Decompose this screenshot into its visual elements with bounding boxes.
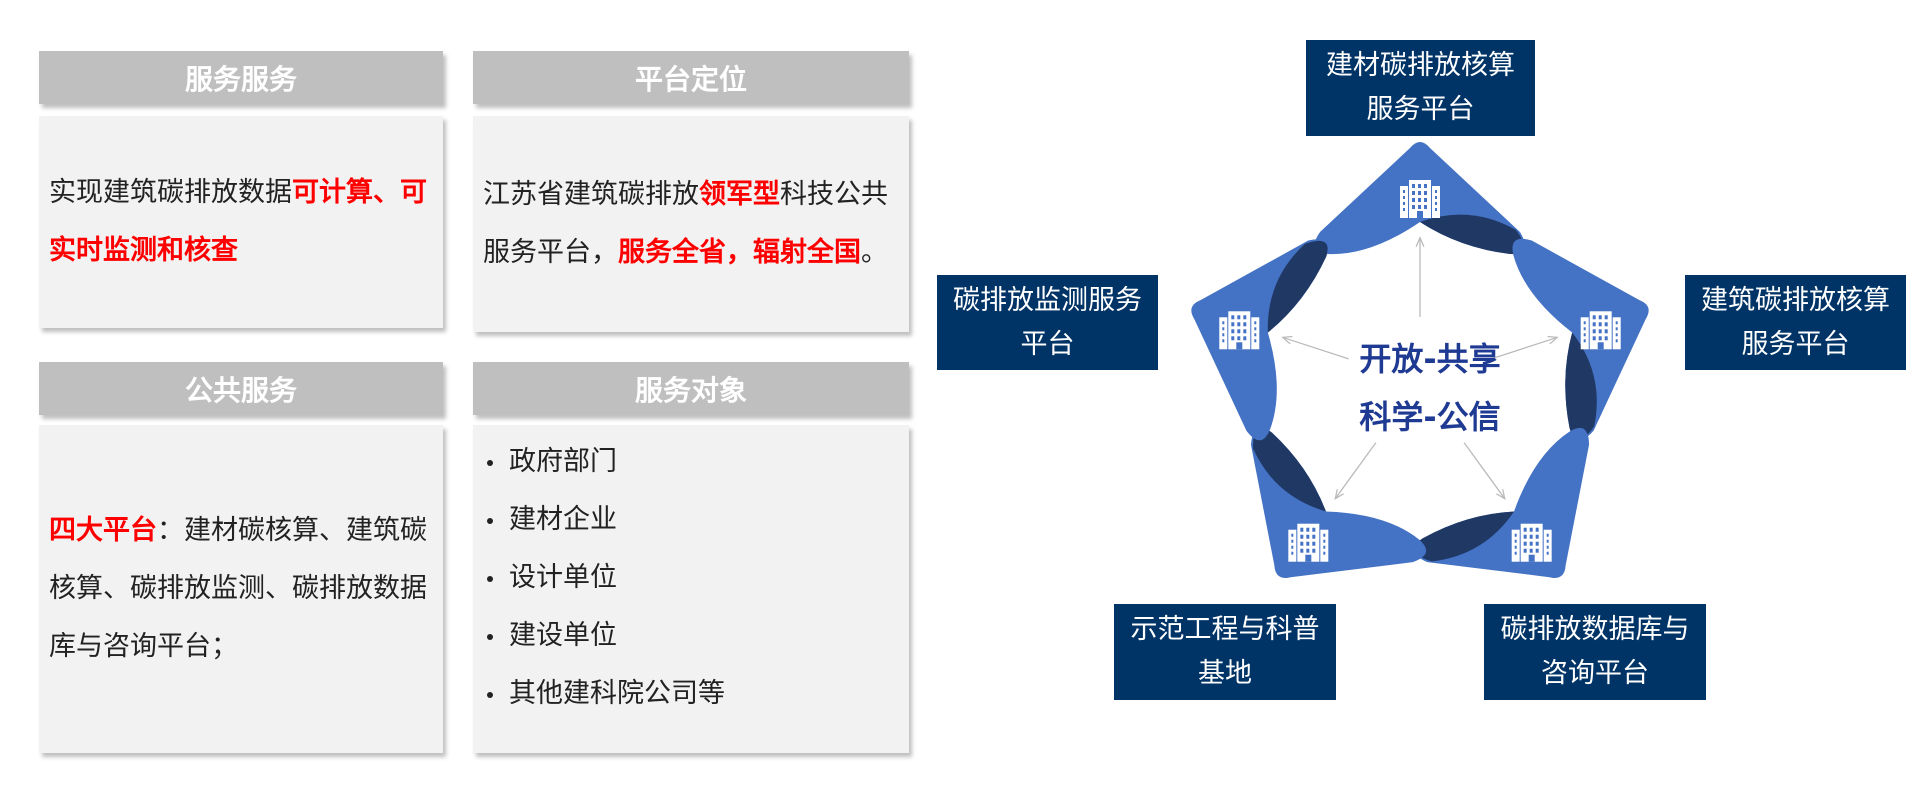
- arrow: [1491, 338, 1556, 360]
- panel-title: 服务对象: [634, 373, 747, 407]
- panel-header-service: 服务服务: [39, 51, 443, 104]
- petal-shadow: [1565, 332, 1597, 440]
- node-label-building-accounting: 建筑碳排放核算服务平台: [1685, 275, 1906, 370]
- text-highlight: 领军型: [699, 179, 780, 210]
- panel-text: 江苏省建筑碳排放领军型科技公共服务平台，服务全省，辐射全国。: [483, 166, 897, 282]
- panel-title: 公共服务: [184, 373, 297, 407]
- node-label-database-consulting: 碳排放数据库与咨询平台: [1484, 604, 1706, 700]
- label-line: 碳排放监测服务: [953, 284, 1142, 316]
- arrow: [1463, 442, 1504, 498]
- label-line: 服务平台: [1366, 94, 1475, 125]
- petal-shadow: [1252, 428, 1326, 512]
- label-line: 碳排放数据库与: [1500, 614, 1690, 645]
- arrow: [1284, 338, 1349, 360]
- building-icon: [1511, 523, 1552, 562]
- label-line: 建筑碳排放核算: [1701, 284, 1890, 316]
- text-normal: 实现建筑碳排放数据: [49, 177, 292, 208]
- node-label-monitoring: 碳排放监测服务平台: [937, 275, 1158, 370]
- center-text: 开放-共享 科学-公信: [1330, 330, 1530, 446]
- panel-header-targets: 服务对象: [473, 362, 909, 415]
- text-highlight: 可计算、可实时监测和核查: [49, 177, 427, 266]
- panel-title: 平台定位: [634, 62, 747, 96]
- center-line-1: 开放-共享: [1359, 340, 1501, 378]
- petal-shadow: [1414, 511, 1515, 562]
- label-line: 建材碳排放核算: [1326, 50, 1515, 81]
- panel-header-positioning: 平台定位: [473, 51, 909, 104]
- building-icon: [1400, 180, 1440, 218]
- petal-shadow: [1420, 214, 1524, 254]
- label-line: 服务平台: [1741, 328, 1850, 360]
- building-icon: [1219, 311, 1260, 350]
- petal: [1314, 142, 1526, 317]
- list-item: 其他建科院公司等: [487, 665, 897, 723]
- text-normal: 江苏省建筑碳排放: [483, 179, 699, 210]
- building-icon: [1580, 311, 1621, 350]
- panel-body-positioning: 江苏省建筑碳排放领军型科技公共服务平台，服务全省，辐射全国。: [473, 116, 909, 332]
- petal: [1191, 239, 1349, 441]
- panel-header-public-service: 公共服务: [39, 362, 443, 415]
- list-item: 建材企业: [487, 491, 897, 549]
- list-item: 设计单位: [487, 549, 897, 607]
- petal-shadow: [1267, 240, 1328, 333]
- list-item: 建设单位: [487, 607, 897, 665]
- label-line: 基地: [1198, 658, 1252, 689]
- center-line-2: 科学-公信: [1359, 398, 1501, 436]
- panel-body-public-service: 四大平台：建材碳核算、建筑碳核算、碳排放监测、碳排放数据库与咨询平台；: [39, 425, 443, 753]
- text-highlight: 四大平台: [49, 515, 157, 546]
- node-label-material-accounting: 建材碳排放核算服务平台: [1306, 40, 1535, 136]
- panel-text: 四大平台：建材碳核算、建筑碳核算、碳排放监测、碳排放数据库与咨询平台；: [49, 502, 431, 676]
- label-line: 示范工程与科普: [1130, 614, 1320, 645]
- arrow: [1336, 442, 1377, 498]
- node-label-demo-base: 示范工程与科普基地: [1114, 604, 1336, 700]
- panel-body-targets: 政府部门 建材企业 设计单位 建设单位 其他建科院公司等: [473, 425, 909, 753]
- panel-text: 实现建筑碳排放数据可计算、可实时监测和核查: [49, 164, 431, 280]
- panel-title: 服务服务: [184, 62, 297, 96]
- text-normal: 。: [861, 237, 888, 268]
- text-normal: ：建材碳核算、建筑碳核算、碳排放监测、碳排放数据库与咨询平台；: [49, 515, 427, 662]
- label-line: 平台: [1020, 328, 1075, 360]
- petal-shape: [1512, 238, 1649, 441]
- text-normal: 科技公共服务平台，: [483, 179, 888, 268]
- building-icon: [1288, 523, 1329, 562]
- target-list: 政府部门 建材企业 设计单位 建设单位 其他建科院公司等: [483, 433, 897, 723]
- text-highlight: 服务全省，辐射全国: [618, 237, 861, 268]
- list-item: 政府部门: [487, 433, 897, 491]
- label-line: 咨询平台: [1541, 658, 1649, 689]
- panel-body-service: 实现建筑碳排放数据可计算、可实时监测和核查: [39, 116, 443, 328]
- petal: [1491, 238, 1649, 441]
